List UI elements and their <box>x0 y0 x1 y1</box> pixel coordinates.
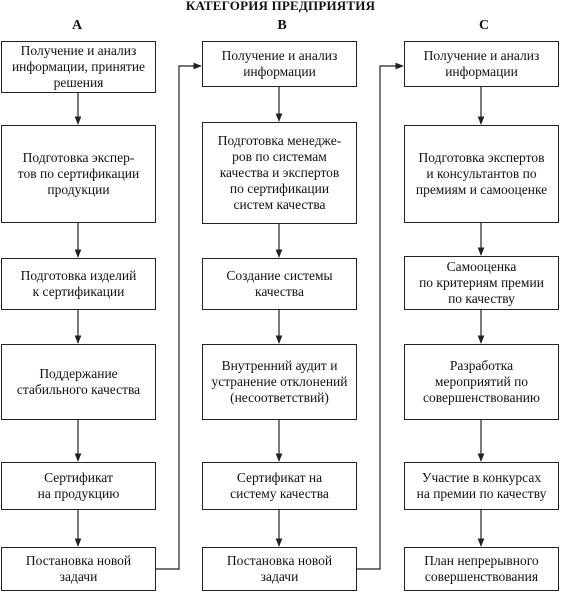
step-label: Создание системы качества <box>226 268 333 299</box>
step-label: Поддержание стабильного качества <box>16 366 141 397</box>
step-label: Получение и анализ информации <box>221 48 338 79</box>
connector-b-to-c <box>357 62 404 570</box>
column-c-step-3: Самооценка по критериям премии по качест… <box>404 256 559 310</box>
column-b-header: B <box>277 18 287 33</box>
column-b-step-5: Сертификат на систему качества <box>202 462 357 510</box>
step-label: Сертификат на систему качества <box>230 470 329 501</box>
connector-a-to-b <box>156 62 202 570</box>
step-label: Внутренний аудит и устранение отклонений… <box>211 358 348 405</box>
step-label: Подготовка менедже- ров по системам каче… <box>217 133 342 212</box>
step-label: Постановка новой задачи <box>226 553 333 584</box>
column-c-step-6: План непрерывного совершенствования <box>404 547 559 591</box>
step-label: Разработка мероприятий по совершенствова… <box>422 358 541 405</box>
column-b-step-1: Получение и анализ информации <box>202 41 357 87</box>
column-b-step-2: Подготовка менедже- ров по системам каче… <box>202 122 357 224</box>
step-label: Подготовка экспер- тов по сертификации п… <box>17 150 140 197</box>
column-c-step-5: Участие в конкурсах на премии по качеств… <box>404 462 559 510</box>
column-a-header: A <box>71 18 83 33</box>
column-b-step-4: Внутренний аудит и устранение отклонений… <box>202 344 357 420</box>
diagram-title: КАТЕГОРИЯ ПРЕДПРИЯТИЯ <box>185 0 376 13</box>
column-b-step-6: Постановка новой задачи <box>202 547 357 591</box>
column-c-step-4: Разработка мероприятий по совершенствова… <box>404 344 559 420</box>
step-label: Участие в конкурсах на премии по качеств… <box>416 470 547 501</box>
step-label: Подготовка изделий к сертификации <box>20 268 137 299</box>
step-label: Получение и анализ информации <box>423 48 540 79</box>
column-c-step-1: Получение и анализ информации <box>404 41 559 87</box>
column-a-step-1: Получение и анализ информации, принятие … <box>1 41 156 93</box>
column-c-header: C <box>478 18 490 33</box>
step-label: Сертификат на продукцию <box>37 470 120 501</box>
column-a-step-6: Постановка новой задачи <box>1 547 156 591</box>
column-a-step-3: Подготовка изделий к сертификации <box>1 258 156 310</box>
column-a-step-4: Поддержание стабильного качества <box>1 344 156 420</box>
step-label: Постановка новой задачи <box>25 553 132 584</box>
step-label: План непрерывного совершенствования <box>424 553 539 584</box>
step-label: Подготовка экспертов и консультантов по … <box>415 150 548 197</box>
step-label: Получение и анализ информации, принятие … <box>11 43 146 90</box>
column-a-step-2: Подготовка экспер- тов по сертификации п… <box>1 125 156 223</box>
column-c-step-2: Подготовка экспертов и консультантов по … <box>404 125 559 223</box>
column-b-step-3: Создание системы качества <box>202 258 357 310</box>
column-a-step-5: Сертификат на продукцию <box>1 462 156 510</box>
step-label: Самооценка по критериям премии по качест… <box>419 259 544 306</box>
